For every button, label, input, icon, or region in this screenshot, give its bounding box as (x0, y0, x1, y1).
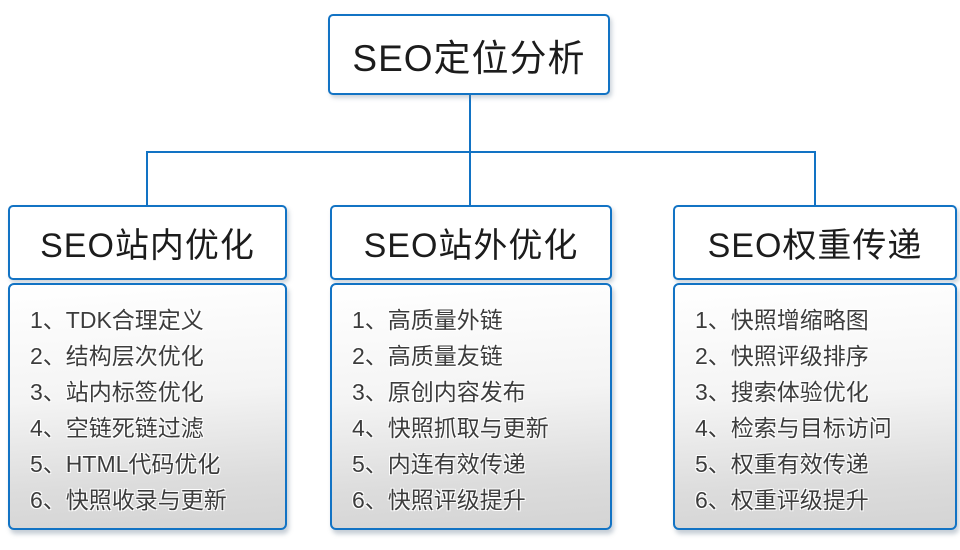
list-item: 6、权重评级提升 (695, 487, 869, 513)
list-item: 3、原创内容发布 (352, 379, 526, 405)
list-item: 4、空链死链过滤 (30, 415, 204, 441)
connector-drop-middle (469, 151, 471, 207)
root-node-title: SEO定位分析 (328, 14, 610, 95)
connector-drop-left (146, 151, 148, 207)
connector-drop-right (814, 151, 816, 207)
list-item: 2、快照评级排序 (695, 343, 869, 369)
column-header: SEO权重传递 (673, 205, 957, 280)
list-item: 6、快照评级提升 (352, 487, 526, 513)
list-item: 4、检索与目标访问 (695, 415, 892, 441)
list-item: 1、高质量外链 (352, 307, 503, 333)
list-item: 1、快照增缩略图 (695, 307, 869, 333)
list-item: 3、搜索体验优化 (695, 379, 869, 405)
list-item: 5、内连有效传递 (352, 451, 526, 477)
list-item: 2、结构层次优化 (30, 343, 204, 369)
connector-horizontal-bar (146, 151, 816, 153)
column-item-list: 1、高质量外链 2、高质量友链 3、原创内容发布 4、快照抓取与更新 5、内连有… (330, 283, 612, 530)
list-item: 5、HTML代码优化 (30, 451, 221, 477)
column-header: SEO站内优化 (8, 205, 287, 280)
column-header: SEO站外优化 (330, 205, 612, 280)
column-item-list: 1、TDK合理定义 2、结构层次优化 3、站内标签优化 4、空链死链过滤 5、H… (8, 283, 287, 530)
list-item: 3、站内标签优化 (30, 379, 204, 405)
list-item: 4、快照抓取与更新 (352, 415, 549, 441)
list-item: 2、高质量友链 (352, 343, 503, 369)
list-item: 6、快照收录与更新 (30, 487, 227, 513)
list-item: 1、TDK合理定义 (30, 307, 204, 333)
list-item: 5、权重有效传递 (695, 451, 869, 477)
column-item-list: 1、快照增缩略图 2、快照评级排序 3、搜索体验优化 4、检索与目标访问 5、权… (673, 283, 957, 530)
connector-root-vertical (469, 95, 471, 153)
